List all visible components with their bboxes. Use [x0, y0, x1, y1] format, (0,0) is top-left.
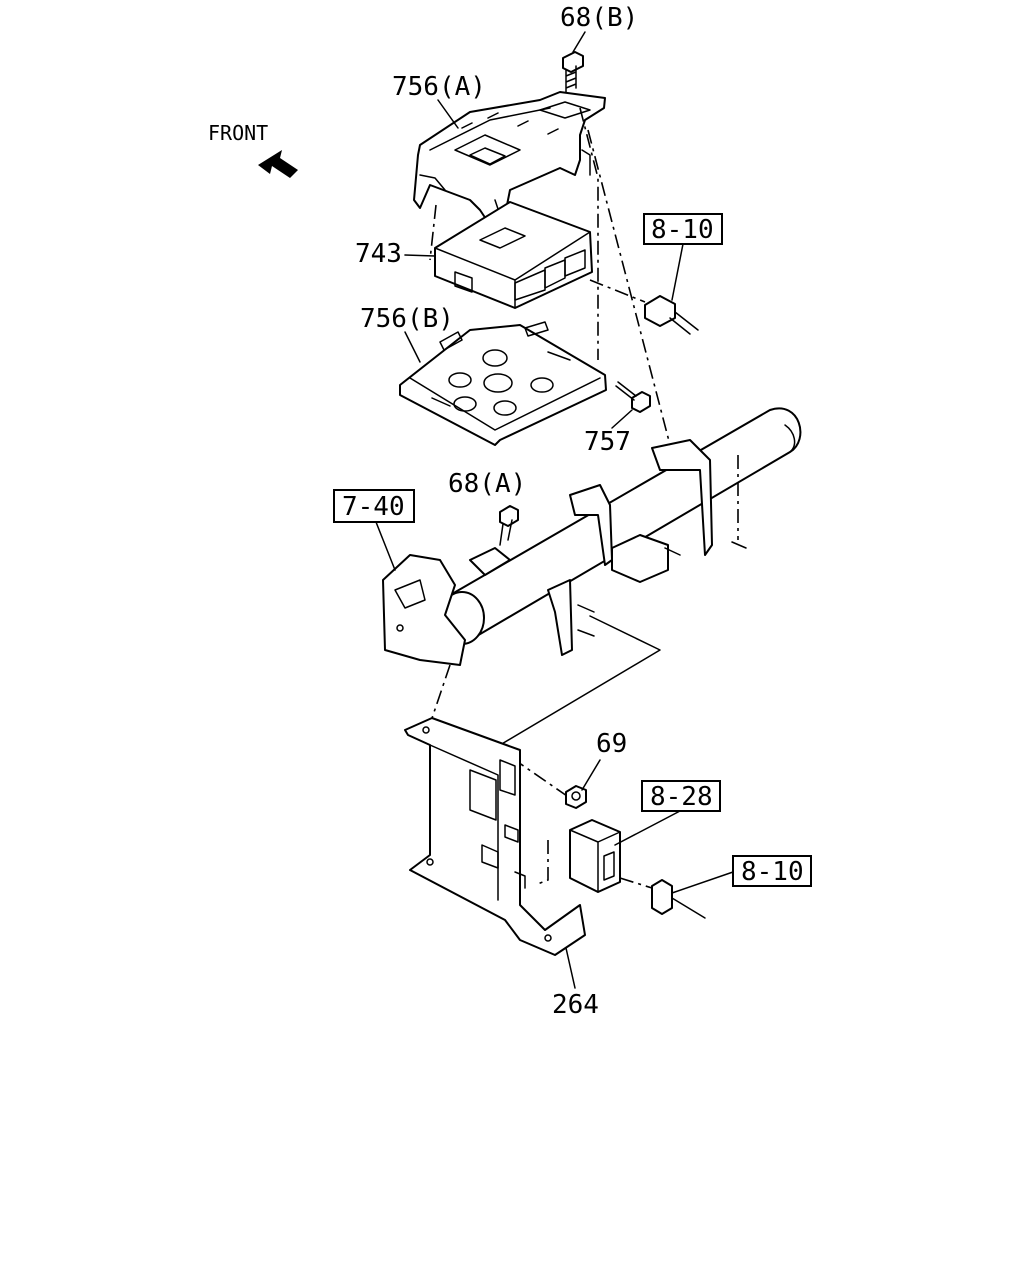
connector-bottom: [651, 879, 706, 919]
callout-756b: 756(B): [360, 304, 454, 334]
callout-743: 743: [355, 239, 402, 269]
control-unit-743: [434, 201, 593, 309]
ref-box-8-28[interactable]: [641, 780, 721, 812]
callout-757: 757: [584, 427, 631, 457]
callout-264: 264: [552, 990, 599, 1020]
relay-8-28: [569, 819, 621, 893]
ref-8-10-bottom[interactable]: 8-10: [741, 857, 804, 887]
bracket-264: [404, 717, 586, 956]
bracket-756b: [399, 321, 607, 446]
callout-756a: 756(A): [392, 72, 486, 102]
bolt-68a: [469, 505, 519, 576]
bolt-68b: [562, 51, 584, 93]
callout-68b: 68(B): [560, 3, 638, 33]
bolt-757: [615, 381, 651, 413]
callout-68a: 68(A): [448, 469, 526, 499]
callout-69: 69: [596, 729, 627, 759]
ref-box-7-40[interactable]: [333, 489, 415, 523]
ref-8-10-top[interactable]: 8-10: [651, 215, 714, 245]
bracket-756a: [413, 91, 606, 226]
ref-7-40[interactable]: 7-40: [342, 492, 405, 522]
front-label: FRONT: [208, 121, 268, 145]
ref-box-8-10-bottom[interactable]: [732, 855, 812, 887]
nut-69: [565, 785, 587, 809]
ref-8-28[interactable]: 8-28: [650, 782, 713, 812]
front-arrow-icon: [258, 150, 298, 178]
connector-top: [644, 295, 699, 335]
crossmember-tube: [382, 407, 802, 666]
